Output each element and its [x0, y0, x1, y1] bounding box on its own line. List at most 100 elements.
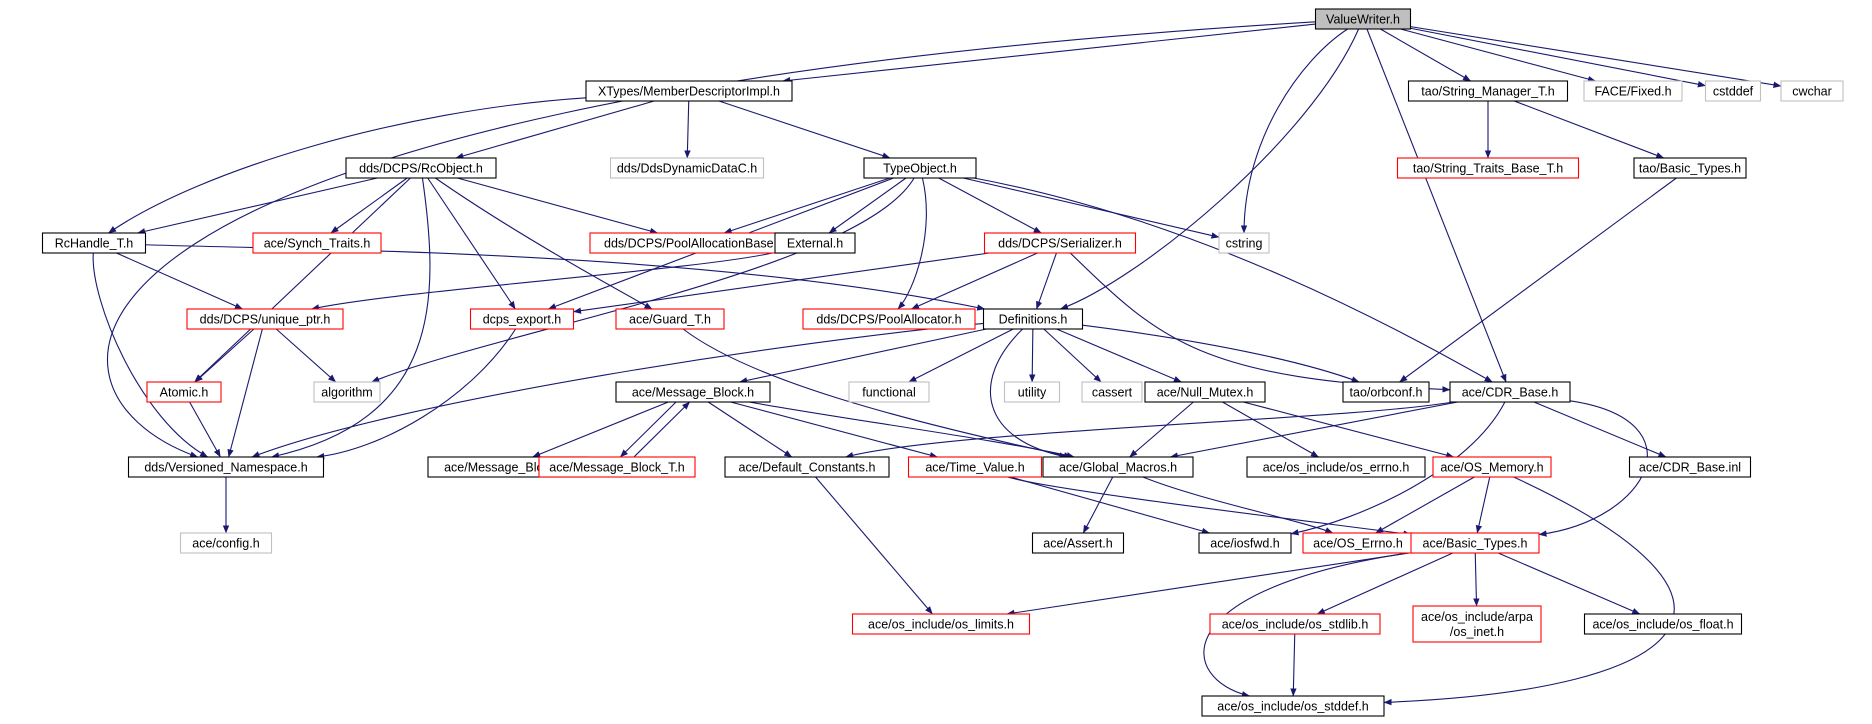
- edge-osmemory-to-osstddef: [1383, 476, 1675, 706]
- node-label-strmgr: tao/String_Manager_T.h: [1421, 85, 1554, 99]
- node-uniqueptr[interactable]: dds/DCPS/unique_ptr.h: [186, 308, 344, 330]
- node-serializer[interactable]: dds/DCPS/Serializer.h: [983, 232, 1137, 254]
- node-label-assert: ace/Assert.h: [1043, 537, 1113, 551]
- edge-definitions-to-functional: [908, 328, 1014, 383]
- node-strtraits[interactable]: tao/String_Traits_Base_T.h: [1396, 157, 1580, 179]
- node-iosfwd[interactable]: ace/iosfwd.h: [1198, 532, 1292, 554]
- node-poolallocbase[interactable]: dds/DCPS/PoolAllocationBase.h: [589, 232, 799, 254]
- edge-valuewriter-to-cwchar: [1410, 26, 1782, 88]
- edge-rcobject-to-guard: [435, 177, 653, 310]
- node-defconst[interactable]: ace/Default_Constants.h: [724, 456, 890, 478]
- node-osfloat[interactable]: ace/os_include/os_float.h: [1583, 613, 1743, 635]
- edge-msgblock-to-defconst: [707, 401, 793, 458]
- node-acebasic[interactable]: ace/Basic_Types.h: [1410, 532, 1540, 554]
- edge-valuewriter-to-versioned: [106, 21, 1316, 458]
- edge-valuewriter-to-cstring: [1240, 28, 1348, 234]
- node-versioned[interactable]: dds/Versioned_Namespace.h: [127, 456, 325, 478]
- edge-serializer-to-definitions: [1036, 252, 1057, 310]
- node-taobasic[interactable]: tao/Basic_Types.h: [1633, 157, 1747, 179]
- node-box-osfloat: [1583, 613, 1743, 635]
- node-typeobject[interactable]: TypeObject.h: [863, 157, 977, 179]
- node-oslimits[interactable]: ace/os_include/os_limits.h: [851, 613, 1031, 635]
- edge-acebasic-to-oslimits: [1006, 552, 1412, 617]
- edge-uniqueptr-to-atomic: [194, 328, 255, 383]
- node-external[interactable]: External.h: [774, 232, 856, 254]
- edge-rcobject-to-rchandle: [137, 177, 378, 235]
- edge-rcobject-to-atomic: [194, 177, 411, 383]
- node-box-memberdesc: [585, 80, 793, 102]
- node-assert[interactable]: ace/Assert.h: [1031, 532, 1125, 554]
- node-label-globalmacros: ace/Global_Macros.h: [1059, 461, 1177, 475]
- edge-msgblock-to-timevalue: [730, 401, 938, 459]
- node-box-external: [774, 232, 856, 254]
- edge-strmgr-to-taobasic: [1514, 100, 1665, 159]
- node-box-utility: [1003, 381, 1061, 403]
- node-box-cstring: [1218, 232, 1270, 254]
- node-box-definitions: [982, 308, 1084, 330]
- edge-dcpsexport-to-versioned: [316, 328, 517, 460]
- node-box-serializer: [983, 232, 1137, 254]
- node-box-functional: [848, 381, 930, 403]
- node-label-osmemory: ace/OS_Memory.h: [1440, 461, 1543, 475]
- node-box-facefixed: [1583, 80, 1683, 102]
- node-label-cassert: cassert: [1092, 386, 1133, 400]
- edge-serializer-to-poolalloc: [911, 252, 1038, 310]
- node-osstddef[interactable]: ace/os_include/os_stddef.h: [1201, 695, 1385, 717]
- edge-acebasic-to-osstdlib: [1316, 552, 1454, 615]
- node-box-strtraits: [1396, 157, 1580, 179]
- node-label-cstddef: cstddef: [1713, 85, 1754, 99]
- node-cdrbase[interactable]: ace/CDR_Base.h: [1449, 381, 1571, 403]
- node-dcpsexport[interactable]: dcps_export.h: [469, 308, 575, 330]
- edge-msgblock-to-msgblockt: [619, 401, 677, 458]
- node-osinet[interactable]: ace/os_include/arpa/os_inet.h: [1412, 605, 1542, 643]
- node-box-uniqueptr: [186, 308, 344, 330]
- node-label-timevalue: ace/Time_Value.h: [925, 461, 1024, 475]
- edge-definitions-to-globalmacros: [989, 328, 1068, 459]
- node-valuewriter[interactable]: ValueWriter.h: [1314, 8, 1412, 30]
- edge-typeobject-to-serializer: [938, 177, 1042, 234]
- node-definitions[interactable]: Definitions.h: [982, 308, 1084, 330]
- node-box-osstdlib: [1209, 613, 1381, 635]
- node-cdrbaseinl[interactable]: ace/CDR_Base.inl: [1628, 456, 1752, 478]
- edge-taobasic-to-orbconf: [1399, 177, 1677, 383]
- edge-defconst-to-oslimits: [815, 476, 933, 615]
- node-poolalloc[interactable]: dds/DCPS/PoolAllocator.h: [802, 308, 976, 330]
- node-label-valuewriter: ValueWriter.h: [1326, 13, 1400, 27]
- edge-valuewriter-to-cdrbase: [1366, 28, 1507, 383]
- node-msgblock[interactable]: ace/Message_Block.h: [615, 381, 771, 403]
- edge-layer: [92, 21, 1782, 706]
- node-orbconf[interactable]: tao/orbconf.h: [1342, 381, 1430, 403]
- node-globalmacros[interactable]: ace/Global_Macros.h: [1042, 456, 1194, 478]
- edge-msgblockt-to-msgblock: [633, 401, 691, 458]
- node-facefixed: FACE/Fixed.h: [1583, 80, 1683, 102]
- node-label-guard: ace/Guard_T.h: [629, 313, 711, 327]
- node-label-functional: functional: [862, 386, 916, 400]
- node-box-msgblockt: [538, 456, 696, 478]
- node-timevalue[interactable]: ace/Time_Value.h: [907, 456, 1043, 478]
- node-label-msgblockt: ace/Message_Block_T.h: [549, 461, 685, 475]
- node-rchandle[interactable]: RcHandle_T.h: [41, 232, 147, 254]
- node-box-globalmacros: [1042, 456, 1194, 478]
- node-oserrnoinc[interactable]: ace/os_include/os_errno.h: [1246, 456, 1426, 478]
- node-synch[interactable]: ace/Synch_Traits.h: [252, 232, 382, 254]
- node-memberdesc[interactable]: XTypes/MemberDescriptorImpl.h: [585, 80, 793, 102]
- node-nullmutex[interactable]: ace/Null_Mutex.h: [1144, 381, 1266, 403]
- node-label-definitions: Definitions.h: [999, 313, 1068, 327]
- node-rcobject[interactable]: dds/DCPS/RcObject.h: [345, 157, 497, 179]
- node-msgblockt[interactable]: ace/Message_Block_T.h: [538, 456, 696, 478]
- node-label-cstring: cstring: [1226, 237, 1263, 251]
- node-oserrno[interactable]: ace/OS_Errno.h: [1302, 532, 1414, 554]
- node-label-versioned: dds/Versioned_Namespace.h: [144, 461, 307, 475]
- edge-cdrbase-to-cdrbaseinl: [1533, 401, 1667, 458]
- node-box-ddsdyn: [609, 157, 765, 179]
- node-osmemory[interactable]: ace/OS_Memory.h: [1432, 456, 1552, 478]
- edge-timevalue-to-acebasic: [1007, 476, 1412, 537]
- edge-definitions-to-utility: [1029, 328, 1036, 383]
- node-guard[interactable]: ace/Guard_T.h: [615, 308, 725, 330]
- edge-rcobject-to-synch: [330, 177, 408, 234]
- node-osstdlib[interactable]: ace/os_include/os_stdlib.h: [1209, 613, 1381, 635]
- node-strmgr[interactable]: tao/String_Manager_T.h: [1407, 80, 1569, 102]
- node-atomic[interactable]: Atomic.h: [146, 381, 222, 403]
- node-box-strmgr: [1407, 80, 1569, 102]
- edge-valuewriter-to-definitions: [1060, 28, 1360, 310]
